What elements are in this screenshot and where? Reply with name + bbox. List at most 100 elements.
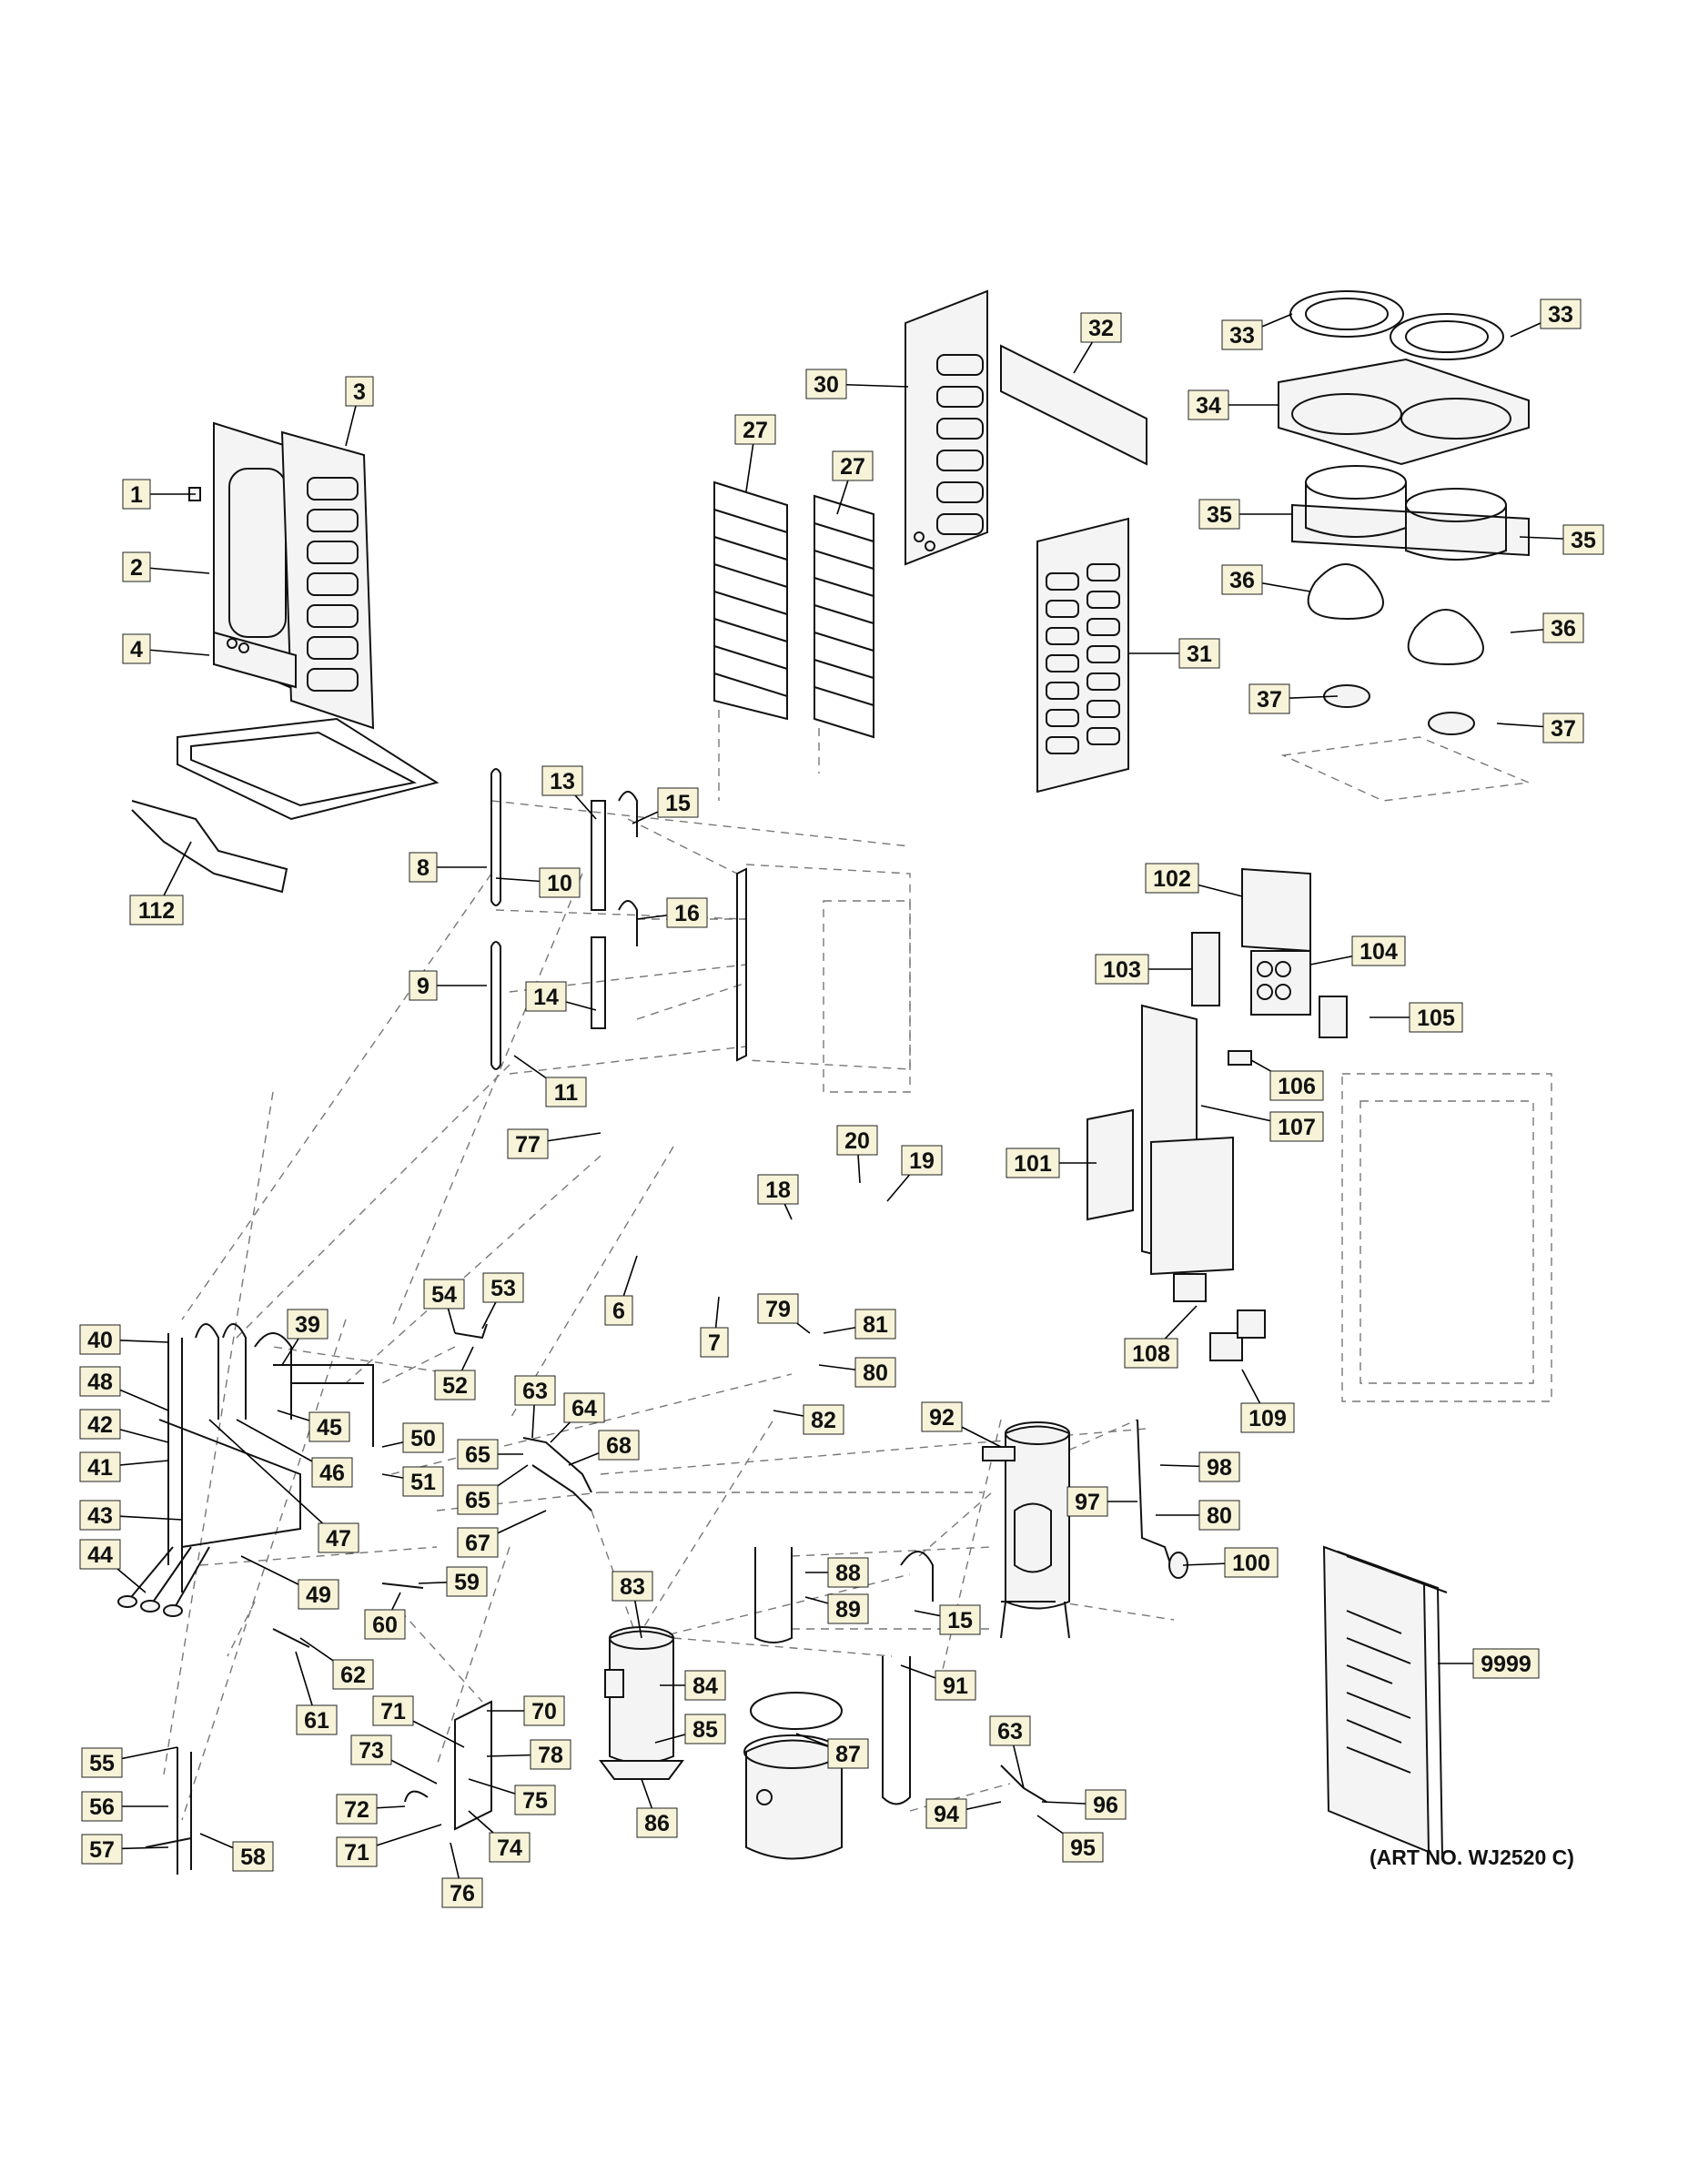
callout-box: [79, 1324, 121, 1355]
callout-number: 75: [522, 1788, 548, 1814]
callout-number: 103: [1103, 957, 1141, 983]
rear-panels: [905, 289, 1147, 794]
callout-box: [832, 450, 874, 481]
callout-box: [457, 1439, 499, 1470]
callout-number: 102: [1153, 866, 1191, 892]
callout-number: 32: [1088, 316, 1114, 341]
callout-number: 35: [1207, 502, 1232, 528]
callout-box: [336, 1794, 378, 1825]
callout-box: [79, 1409, 121, 1440]
callout-number: 37: [1257, 687, 1282, 713]
callout-box: [318, 1522, 359, 1553]
coil-tubes: [490, 768, 911, 1093]
callout-box: [345, 376, 374, 407]
callout-box: [1198, 499, 1240, 530]
callout-box: [409, 970, 438, 1001]
callout-box: [1540, 298, 1582, 329]
callout-box: [989, 1715, 1031, 1746]
callout-box: [925, 1798, 967, 1829]
callout-box: [854, 1309, 896, 1340]
callout-number: 65: [465, 1442, 490, 1468]
callout-box: [803, 1404, 844, 1435]
callout-number: 9: [417, 974, 430, 999]
callout-box: [666, 897, 708, 928]
callout-box: [530, 1739, 571, 1770]
callout-box: [79, 1539, 121, 1570]
callout-box: [1178, 638, 1220, 669]
callout-box: [287, 1309, 329, 1340]
callout-box: [79, 1451, 121, 1482]
callout-number: 10: [547, 871, 572, 896]
callout-box: [81, 1747, 123, 1778]
callout-box: [1066, 1486, 1108, 1517]
callout-box: [308, 1411, 350, 1442]
callout-box: [684, 1670, 726, 1701]
callout-number: 49: [306, 1582, 331, 1608]
callout-number: 56: [89, 1795, 115, 1820]
callout-number: 27: [840, 454, 865, 480]
callout-box: [402, 1466, 444, 1497]
callout-box: [684, 1714, 726, 1744]
callout-box: [901, 1145, 943, 1176]
callout-number: 53: [490, 1276, 516, 1301]
callout-box: [1062, 1832, 1104, 1863]
callout-box: [604, 1295, 633, 1326]
fan-assembly: [1278, 290, 1531, 802]
callout-number: 71: [344, 1840, 369, 1866]
callout-number: 18: [765, 1178, 791, 1203]
callout-number: 63: [522, 1379, 548, 1404]
callout-number: 104: [1359, 939, 1398, 965]
callout-box: [296, 1704, 338, 1735]
callout-number: 83: [620, 1574, 645, 1600]
callout-number: 67: [465, 1531, 490, 1556]
callout-box: [482, 1272, 524, 1303]
callout-box: [1085, 1789, 1127, 1820]
callout-number: 97: [1075, 1490, 1100, 1515]
piping-assembly: [117, 1323, 592, 1875]
callout-number: 65: [465, 1488, 490, 1513]
callout-box: [311, 1457, 353, 1488]
callout-box: [457, 1484, 499, 1515]
callout-number: 61: [304, 1708, 329, 1734]
callout-box: [1542, 713, 1584, 743]
callout-box: [657, 787, 699, 818]
callout-box: [921, 1401, 963, 1432]
callout-number: 88: [835, 1561, 861, 1586]
callout-number: 77: [515, 1132, 541, 1158]
callout-number: 33: [1548, 302, 1573, 328]
callout-box: [1198, 1500, 1240, 1531]
callout-box: [1351, 935, 1406, 966]
callout-number: 6: [612, 1299, 625, 1324]
callout-number: 84: [692, 1673, 718, 1699]
callout-box: [364, 1609, 406, 1640]
callout-number: 11: [554, 1080, 579, 1106]
callout-box: [734, 414, 776, 445]
control-board-assembly: [1087, 867, 1552, 1402]
callout-box: [612, 1571, 653, 1602]
callout-box: [1095, 954, 1149, 985]
callout-box: [514, 1785, 556, 1815]
callout-box: [1269, 1111, 1324, 1142]
callout-number: 100: [1232, 1551, 1270, 1576]
leader-line: [208, 1419, 339, 1539]
callout-box: [1248, 683, 1290, 714]
wire-grilles: [713, 480, 874, 801]
callout-number: 51: [410, 1470, 436, 1495]
manual-booklet: [1322, 1545, 1448, 1857]
callout-box: [1080, 312, 1122, 343]
callout-box: [332, 1659, 374, 1690]
callout-box: [545, 1077, 587, 1107]
callout-number: 43: [87, 1503, 113, 1529]
callout-number: 80: [863, 1360, 888, 1386]
callout-box: [1542, 612, 1584, 643]
callout-number: 79: [765, 1297, 791, 1322]
callout-number: 47: [326, 1526, 351, 1552]
callout-number: 36: [1551, 616, 1576, 642]
callout-box: [598, 1430, 640, 1461]
side-panel-group: [131, 421, 440, 894]
callout-number: 39: [295, 1312, 320, 1338]
callout-number: 94: [934, 1802, 959, 1827]
callout-number: 112: [138, 898, 175, 924]
callout-number: 36: [1229, 568, 1255, 593]
callout-box: [423, 1279, 465, 1309]
